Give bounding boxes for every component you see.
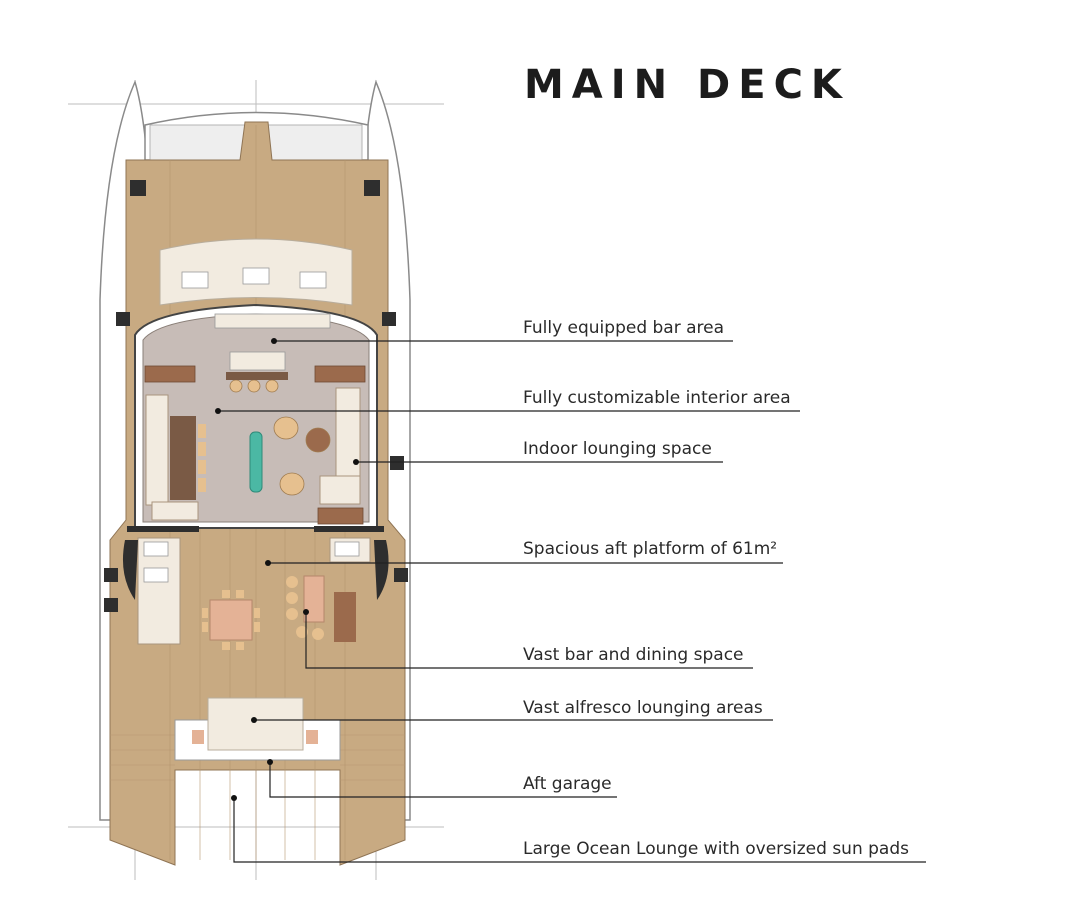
- aft-small-loungers: [143, 541, 360, 583]
- callout-bar-dining: Vast bar and dining space: [523, 645, 744, 665]
- bar-stools: [229, 379, 279, 393]
- aft-dining-table: [202, 590, 260, 650]
- callout-alfresco-lounging: Vast alfresco lounging areas: [523, 698, 763, 718]
- bar-island: [226, 372, 288, 380]
- callout-ocean-lounge: Large Ocean Lounge with oversized sun pa…: [523, 839, 909, 859]
- callout-aft-platform: Spacious aft platform of 61m²: [523, 539, 778, 559]
- interior-stairs: [144, 365, 366, 525]
- leader-lines: [218, 340, 926, 863]
- callout-indoor-lounging: Indoor lounging space: [523, 439, 712, 459]
- teal-console: [249, 431, 263, 493]
- callout-interior-area: Fully customizable interior area: [523, 388, 791, 408]
- interior-dining-table: [170, 416, 206, 500]
- aft-bulkhead: [127, 526, 384, 532]
- bow-loungers: [181, 267, 327, 289]
- callout-aft-garage: Aft garage: [523, 774, 612, 794]
- aft-sunpad: [174, 697, 341, 761]
- lounge-armchairs: [273, 416, 331, 496]
- leader-dots: [215, 338, 359, 801]
- page-title: MAIN DECK: [524, 62, 850, 108]
- aft-bar: [286, 575, 356, 642]
- interior-bar-counter: [214, 313, 331, 371]
- callout-bar-area: Fully equipped bar area: [523, 318, 725, 338]
- deck-fittings: [104, 180, 408, 612]
